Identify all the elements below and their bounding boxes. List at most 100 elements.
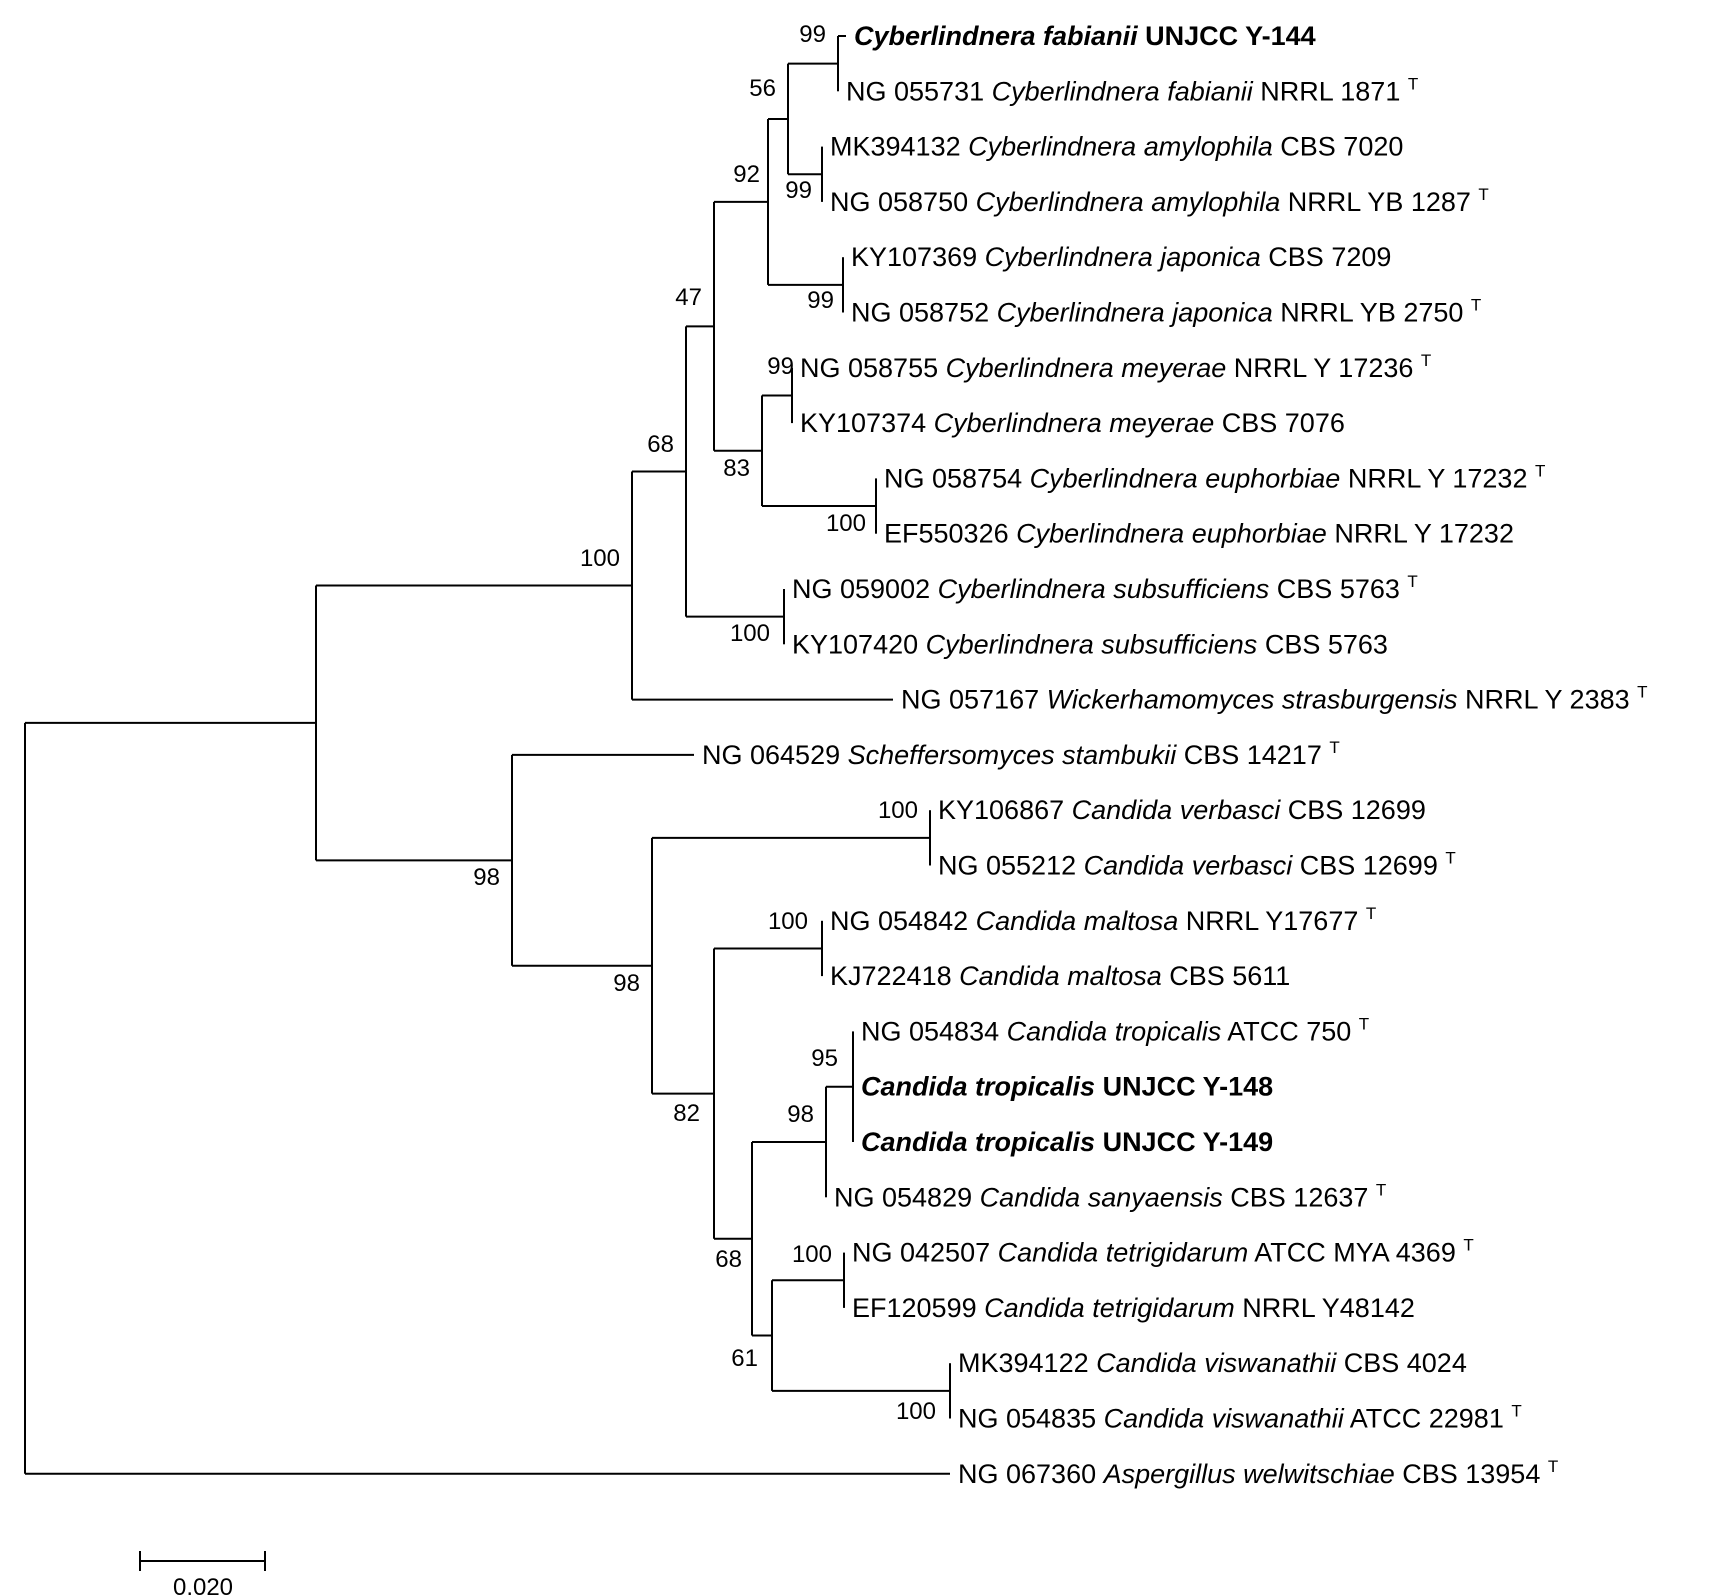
taxon-label-part: Cyberlindnera japonica [985, 242, 1261, 272]
taxon-label: Cyberlindnera fabianii UNJCC Y-144 [854, 21, 1316, 51]
taxon-label-part: CBS 7209 [1261, 242, 1392, 272]
taxon-label-part: NRRL Y 2383 [1458, 685, 1638, 715]
type-strain-marker: T [1408, 74, 1418, 93]
taxon-label-part: UNJCC Y-149 [1095, 1127, 1273, 1157]
type-strain-marker: T [1407, 572, 1417, 591]
taxon-label-part: Candida tropicalis [861, 1072, 1095, 1102]
taxon-label-part: CBS 5611 [1162, 961, 1291, 991]
taxon-labels: Cyberlindnera fabianii UNJCC Y-144 NG 055… [702, 21, 1648, 1489]
bootstrap-value: 92 [733, 161, 760, 188]
taxon-label-part: NG 058754 [884, 463, 1030, 493]
taxon-label-part: Cyberlindnera meyerae [934, 408, 1215, 438]
type-strain-marker: T [1359, 1014, 1369, 1033]
taxon-label-part: CBS 13954 [1395, 1459, 1548, 1489]
taxon-label-part: CBS 12637 [1223, 1182, 1376, 1212]
taxon-label-part: Cyberlindnera euphorbiae [1030, 463, 1341, 493]
taxon-label-part: NG 055731 [846, 76, 992, 106]
taxon-label: KY106867 Candida verbasci CBS 12699 [938, 795, 1426, 825]
taxon-label-part: NG 058750 [830, 187, 976, 217]
bootstrap-value: 83 [723, 455, 750, 482]
tree-branches [24, 35, 951, 1475]
taxon-label: NG 059002 Cyberlindnera subsufficiens CB… [792, 572, 1418, 604]
taxon-label-part: CBS 7076 [1214, 408, 1345, 438]
taxon-label-part: Candida tetrigidarum [998, 1238, 1249, 1268]
type-strain-marker: T [1421, 351, 1431, 370]
taxon-label-part: Candida maltosa [976, 906, 1179, 936]
taxon-label-part: CBS 14217 [1176, 740, 1329, 770]
bootstrap-value: 99 [767, 353, 794, 380]
taxon-label-part: EF550326 [884, 519, 1016, 549]
taxon-label-part: Candida viswanathii [1104, 1404, 1345, 1434]
type-strain-marker: T [1445, 849, 1455, 868]
taxon-label: NG 058752 Cyberlindnera japonica NRRL YB… [851, 296, 1481, 328]
taxon-label: NG 064529 Scheffersomyces stambukii CBS … [702, 738, 1340, 770]
type-strain-marker: T [1329, 738, 1339, 757]
type-strain-marker: T [1511, 1402, 1521, 1421]
bootstrap-value: 68 [715, 1246, 742, 1273]
taxon-label: KY107369 Cyberlindnera japonica CBS 7209 [851, 242, 1391, 272]
taxon-label: EF550326 Cyberlindnera euphorbiae NRRL Y… [884, 519, 1514, 549]
taxon-label-part: CBS 7020 [1273, 132, 1404, 162]
type-strain-marker: T [1471, 296, 1481, 315]
taxon-label-part: ATCC 750 [1221, 1016, 1359, 1046]
taxon-label-part: NG 058755 [800, 353, 946, 383]
bootstrap-value: 100 [878, 797, 918, 824]
taxon-label-part: Wickerhamomyces strasburgensis [1047, 685, 1458, 715]
type-strain-marker: T [1535, 461, 1545, 480]
taxon-label-part: Cyberlindnera meyerae [946, 353, 1227, 383]
taxon-label: NG 058750 Cyberlindnera amylophila NRRL … [830, 185, 1489, 217]
taxon-label-part: Candida verbasci [1072, 795, 1282, 825]
type-strain-marker: T [1463, 1236, 1473, 1255]
taxon-label-part: Cyberlindnera fabianii [854, 21, 1138, 51]
taxon-label: KY107374 Cyberlindnera meyerae CBS 7076 [800, 408, 1345, 438]
taxon-label-part: NG 059002 [792, 574, 938, 604]
taxon-label: KY107420 Cyberlindnera subsufficiens CBS… [792, 629, 1388, 659]
taxon-label: NG 054842 Candida maltosa NRRL Y17677 T [830, 904, 1376, 936]
taxon-label-part: NG 054834 [861, 1016, 1007, 1046]
taxon-label-part: NG 054835 [958, 1404, 1104, 1434]
taxon-label: NG 067360 Aspergillus welwitschiae CBS 1… [958, 1457, 1558, 1489]
taxon-label: NG 057167 Wickerhamomyces strasburgensis… [901, 683, 1648, 715]
taxon-label: NG 055731 Cyberlindnera fabianii NRRL 18… [846, 74, 1418, 106]
taxon-label-part: KY107420 [792, 629, 926, 659]
bootstrap-value: 98 [613, 970, 640, 997]
taxon-label-part: NG 067360 [958, 1459, 1104, 1489]
taxon-label: NG 058754 Cyberlindnera euphorbiae NRRL … [884, 461, 1545, 493]
bootstrap-value: 82 [673, 1100, 700, 1127]
type-strain-marker: T [1637, 683, 1647, 702]
taxon-label: KJ722418 Candida maltosa CBS 5611 [830, 961, 1290, 991]
taxon-label: MK394132 Cyberlindnera amylophila CBS 70… [830, 132, 1403, 162]
taxon-label-part: Candida tetrigidarum [984, 1293, 1235, 1323]
taxon-label-part: NRRL Y 17232 [1340, 463, 1535, 493]
scale-bar-label: 0.020 [173, 1574, 233, 1596]
taxon-label-part: NRRL 1871 [1253, 76, 1408, 106]
bootstrap-value: 100 [768, 908, 808, 935]
taxon-label: Candida tropicalis UNJCC Y-148 [861, 1072, 1273, 1102]
bootstrap-value: 47 [675, 284, 702, 311]
taxon-label: NG 054829 Candida sanyaensis CBS 12637 T [834, 1180, 1386, 1212]
taxon-label-part: MK394122 [958, 1348, 1096, 1378]
taxon-label-part: Scheffersomyces stambukii [848, 740, 1178, 770]
taxon-label-part: Cyberlindnera amylophila [976, 187, 1281, 217]
taxon-label: NG 055212 Candida verbasci CBS 12699 T [938, 849, 1456, 881]
taxon-label-part: NG 054842 [830, 906, 976, 936]
bootstrap-value: 100 [580, 545, 620, 572]
taxon-label-part: Candida tropicalis [861, 1127, 1095, 1157]
taxon-label-part: UNJCC Y-148 [1095, 1072, 1273, 1102]
bootstrap-value: 99 [799, 21, 826, 48]
taxon-label-part: ATCC 22981 [1344, 1404, 1512, 1434]
type-strain-marker: T [1548, 1457, 1558, 1476]
type-strain-marker: T [1376, 1180, 1386, 1199]
taxon-label-part: CBS 12699 [1292, 851, 1445, 881]
taxon-label-part: Cyberlindnera amylophila [968, 132, 1273, 162]
taxon-label-part: UNJCC Y-144 [1138, 21, 1316, 51]
taxon-label-part: Candida viswanathii [1096, 1348, 1337, 1378]
taxon-label-part: NG 055212 [938, 851, 1084, 881]
taxon-label-part: NG 064529 [702, 740, 848, 770]
taxon-label-part: EF120599 [852, 1293, 984, 1323]
taxon-label-part: Cyberlindnera fabianii [992, 76, 1254, 106]
taxon-label-part: Cyberlindnera japonica [997, 298, 1273, 328]
bootstrap-value: 99 [785, 177, 812, 204]
bootstrap-value: 61 [731, 1345, 758, 1372]
